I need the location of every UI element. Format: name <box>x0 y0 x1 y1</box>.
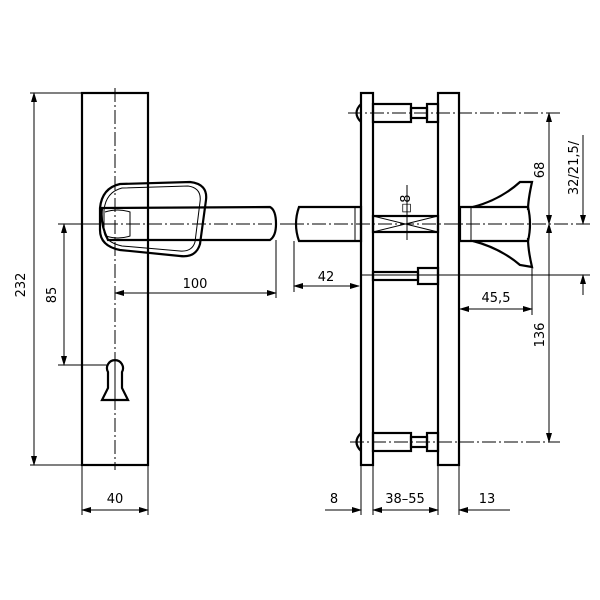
inner-plate <box>436 91 461 467</box>
front-view: 232 85 100 40 <box>14 88 290 515</box>
handle-lever <box>100 205 278 242</box>
dim-85: 85 <box>45 287 60 304</box>
spindle-outer <box>294 205 363 243</box>
dim-38-55: 38–55 <box>385 492 425 507</box>
dim-32-21-5: 32/21,5/ <box>567 140 582 195</box>
dim-68: 68 <box>533 162 548 179</box>
dim-40: 40 <box>107 492 124 507</box>
dim-232: 232 <box>14 273 29 298</box>
outer-plate <box>359 91 375 467</box>
dim-13: 13 <box>479 492 496 507</box>
handle-rose <box>98 180 208 258</box>
square-symbol: ◻ <box>399 203 414 214</box>
cylinder-hole <box>100 359 130 402</box>
dim-8-square: 8 <box>399 194 414 202</box>
dim-100: 100 <box>183 277 208 292</box>
dim-42: 42 <box>318 270 335 285</box>
dim-8: 8 <box>330 492 338 507</box>
dim-136: 136 <box>533 323 548 348</box>
dim-45-5: 45,5 <box>482 291 511 306</box>
side-view: ◻8 42 45,5 68 136 32/21,5/ 8 38–55 13 <box>290 91 590 515</box>
svg-text:◻8: ◻8 <box>399 194 414 213</box>
